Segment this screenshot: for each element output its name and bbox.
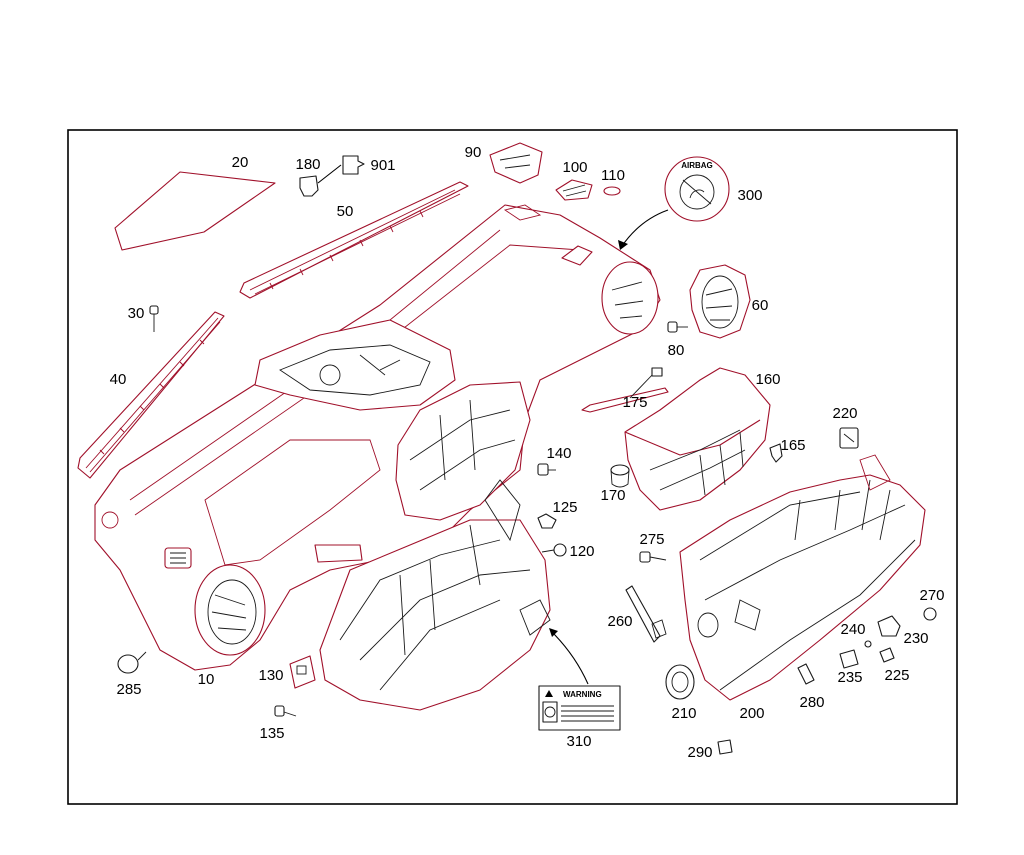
part-80-screw [667,321,688,333]
callout-310: 310 [566,733,591,750]
part-200-glovebox [679,454,926,701]
part-180-sensor [299,164,342,197]
callout-210: 210 [671,705,696,722]
part-40-trim-strip [77,311,225,479]
part-280-stop [797,663,815,685]
part-30-screw [149,305,159,332]
part-170-grommet [610,464,630,488]
lower-substructure [314,479,551,711]
callout-280: 280 [799,694,824,711]
callout-50: 50 [337,203,354,220]
callout-180: 180 [295,156,320,173]
callout-100: 100 [562,159,587,176]
arrowhead-300 [618,240,628,250]
part-270-clip [923,607,937,621]
part-310-warning-label: WARNING [538,685,621,731]
callout-290: 290 [687,744,712,761]
callout-170: 170 [600,487,625,504]
airbag-label-text: AIRBAG [681,161,713,170]
part-235-hinge [839,649,859,669]
part-110-clip [603,186,621,196]
callout-175: 175 [622,394,647,411]
callout-260: 260 [607,613,632,630]
callout-40: 40 [110,371,127,388]
callout-120: 120 [569,543,594,560]
callout-60: 60 [752,297,769,314]
part-165-clip [769,443,783,463]
arrow-310 [551,631,589,685]
part-90-housing [489,142,543,184]
callout-270: 270 [919,587,944,604]
warning-label-heading: WARNING [563,690,602,699]
callout-90: 90 [465,144,482,161]
callout-160: 160 [755,371,780,388]
callout-165: 165 [780,437,805,454]
part-300-airbag-label: AIRBAG [664,156,730,222]
part-130-bracket [289,655,316,689]
callout-110: 110 [601,167,625,184]
part-125-clip [537,513,557,529]
part-275-screw [639,551,667,563]
part-100-vent [555,179,593,201]
part-50-trim-strip [239,181,469,299]
part-20-panel [114,171,276,251]
callout-130: 130 [258,667,283,684]
part-175-strip [581,367,669,413]
callout-901: 901 [370,157,395,174]
callout-125: 125 [552,499,577,516]
callout-230: 230 [903,630,928,647]
part-285-screw [117,651,147,674]
callout-300: 300 [737,187,762,204]
callout-240: 240 [840,621,865,638]
part-160-airbag-module [624,367,771,511]
part-230-latch [877,615,901,637]
callout-80: 80 [668,342,685,359]
callout-225: 225 [884,667,909,684]
part-220-clip [839,427,859,449]
callout-285: 285 [116,681,141,698]
callout-135: 135 [259,725,284,742]
part-240-clip [864,640,872,648]
part-210-knob [665,664,695,700]
part-260-latch [625,585,667,643]
arrowhead-310 [549,628,558,637]
callout-200: 200 [739,705,764,722]
part-135-screw [274,705,297,717]
callout-30: 30 [128,305,145,322]
part-120-screw [541,543,567,557]
part-901-connector-icon [342,155,365,175]
part-290-screw [717,739,733,755]
callout-235: 235 [837,669,862,686]
callout-10: 10 [198,671,215,688]
callout-20: 20 [232,154,249,171]
part-140-screw [537,463,556,476]
arrow-300 [621,209,669,247]
diagram-frame [67,129,958,805]
part-10-dashboard [94,204,661,671]
callout-220: 220 [832,405,857,422]
part-225-clip [879,647,895,663]
part-60-vent-bezel [689,264,751,339]
callout-275: 275 [639,531,664,548]
callout-140: 140 [546,445,571,462]
